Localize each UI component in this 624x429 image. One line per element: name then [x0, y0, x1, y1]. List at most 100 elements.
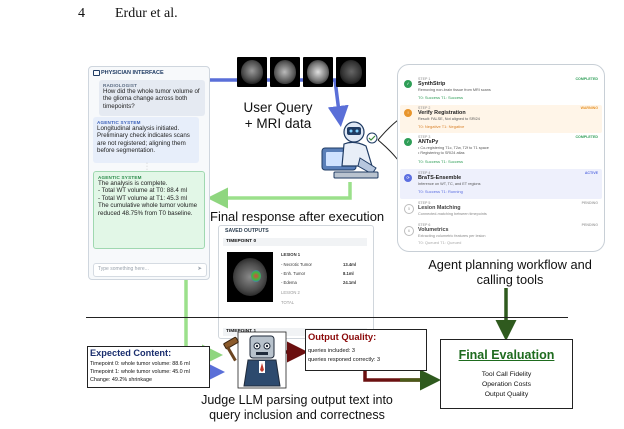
expected-line: Timepoint 0: whole tumor volume: 88.6 ml [90, 361, 190, 367]
workflow-step: ⟳ STEP 4 ACTIVE BraTS-Ensemble Inference… [404, 171, 598, 199]
step-name: SynthStrip [418, 81, 446, 87]
page-number: 4 [78, 6, 85, 21]
step-desc: Connected-matching between timepoints [418, 212, 487, 216]
lesion-row-value: 13.4ml [343, 262, 357, 267]
more-dots: ··· [146, 161, 148, 173]
final-evaluation-title: Final Evaluation [458, 348, 555, 362]
final-evaluation-box: Final Evaluation Tool Call Fidelity Oper… [440, 339, 573, 409]
step-status: COMPLETED [575, 77, 598, 81]
step-result: T0: Success T1: Success [418, 159, 464, 164]
expected-line: Timepoint 1: whole tumor volume: 45.0 ml [90, 368, 190, 375]
step-status-icon: ✓ [404, 138, 412, 146]
section-divider [86, 317, 568, 318]
chat-icon [93, 70, 100, 76]
radiologist-text: How did the whole tumor volume of the gl… [103, 88, 200, 110]
step-name: Verify Registration [418, 110, 466, 116]
step-status-icon: 6 [404, 226, 414, 236]
step-name: Volumetrics [418, 227, 449, 233]
lesion-row-label: - Necrotic Tumor [281, 262, 312, 267]
physician-interface-title: PHYSICIAN INTERFACE [101, 70, 164, 76]
message-input[interactable]: Type something here... ➤ [93, 263, 207, 277]
lesion-row-label: - Enh. Tumor [281, 271, 306, 276]
step-status: WARNING [580, 106, 598, 110]
workflow-step: ! STEP 2 WARNING Verify Registration Res… [404, 106, 598, 134]
physician-interface-panel: PHYSICIAN INTERFACE RADIOLOGIST How did … [88, 66, 210, 280]
workflow-step: 5 STEP 5 PENDING Lesion Matching Connect… [404, 201, 598, 223]
final-evaluation-line: Operation Costs [481, 381, 532, 388]
step-tag: STEP 6 [418, 223, 431, 227]
output-quality-title: Output Quality: [308, 331, 377, 342]
expected-content-title: Expected Content: [90, 348, 172, 358]
workflow-callout [377, 139, 399, 161]
step-tag: STEP 5 [418, 201, 431, 205]
agent-label: AGENTIC SYSTEM [97, 120, 141, 125]
user-query-label: User Query + MRI data [243, 100, 313, 131]
output-quality-box: Output Quality: queries included: 3 quer… [305, 329, 427, 371]
step-result: T0: Success T1: Success [418, 95, 464, 100]
response-arrow [207, 182, 352, 209]
step-tag: STEP 1 [418, 77, 431, 81]
radiologist-label: RADIOLOGIST [103, 83, 138, 88]
output-quality-line: queries responed correctly: 3 [308, 357, 381, 363]
step-tag: STEP 4 [418, 171, 431, 175]
expected-content-box: Expected Content: Timepoint 0: whole tum… [87, 346, 210, 388]
step-tag: STEP 3 [418, 135, 431, 139]
agent-text: Longitudinal analysis initiated. Prelimi… [97, 125, 190, 155]
mri-image-t1 [237, 57, 267, 87]
step-result: T0: Negative T1: Negative [418, 124, 465, 129]
timepoint-0-label: TIMEPOINT 0 [226, 239, 257, 244]
workflow-step: ✓ STEP 3 COMPLETED ANTsPy • Co-registeri… [404, 135, 598, 169]
message-input-placeholder: Type something here... [98, 266, 149, 272]
agent-planning-label: Agent planning workflow and calling tool… [428, 257, 592, 287]
step-desc: Extracting volumetric features per lesio… [418, 234, 486, 238]
radiologist-message: RADIOLOGIST How did the whole tumor volu… [99, 80, 205, 116]
lesion-2-label: LESION 2 [281, 290, 300, 295]
step-desc: Removing non-brain tissue from MRI scans [418, 88, 491, 92]
step-status-icon: ⟳ [404, 174, 412, 182]
lesion-1-label: LESION 1 [281, 252, 301, 257]
final-evaluation-line: Output Quality [484, 391, 529, 398]
segmentation-image [227, 252, 273, 302]
agent-message-2: AGENTIC SYSTEM The analysis is complete.… [93, 171, 205, 249]
mri-image-t2 [303, 57, 333, 87]
step-tag: STEP 2 [418, 106, 431, 110]
step-status-icon: ✓ [404, 80, 412, 88]
step-status: PENDING [581, 201, 598, 205]
final-response-label: Final response after execution [210, 209, 385, 224]
step-desc: • Co-registering T1c, T2w, T2f to T1 spa… [418, 146, 489, 155]
step-desc: Result: FALSE, Not aligned to SRI24 [418, 117, 480, 121]
step-status-icon: ! [404, 109, 412, 117]
step-status: PENDING [581, 223, 598, 227]
step-result: T0: Success T1: Running [418, 189, 463, 194]
step-result: T0: Queued T1: Queued [418, 240, 462, 245]
send-icon[interactable]: ➤ [197, 266, 202, 272]
judge-robot-icon [223, 331, 287, 389]
mri-image-flair [336, 57, 366, 87]
agent-line: - Total WT volume at T1: 45.3 ml [98, 194, 188, 202]
saved-outputs-title: SAVED OUTPUTS [225, 228, 269, 234]
expected-content-lines: Timepoint 0: whole tumor volume: 88.6 ml… [90, 361, 190, 384]
timepoint-0-header[interactable]: TIMEPOINT 0 [223, 238, 367, 246]
final-evaluation-line: Tool Call Fidelity [481, 371, 532, 378]
workflow-step: 6 STEP 6 PENDING Volumetrics Extracting … [404, 223, 598, 249]
step-name: Lesion Matching [418, 205, 461, 211]
timepoint-1-header[interactable]: TIMEPOINT 1 [223, 328, 367, 336]
timepoint-1-label: TIMEPOINT 1 [226, 329, 257, 334]
agent-line: - Total WT volume at T0: 88.4 ml [98, 187, 188, 195]
judge-label: Judge LLM parsing output text into query… [201, 393, 393, 422]
saved-outputs-panel: SAVED OUTPUTS TIMEPOINT 0 LESION 1 - Nec… [218, 225, 374, 339]
lesion-row-value: 8.1ml [343, 271, 354, 276]
mri-image-t1c [270, 57, 300, 87]
agent-line: The cumulative whole tumor volume reduce… [98, 202, 198, 217]
step-status-icon: 5 [404, 204, 414, 214]
step-name: BraTS-Ensemble [418, 175, 462, 181]
agent-message-1: AGENTIC SYSTEM Longitudinal analysis ini… [93, 117, 199, 163]
total-label: TOTAL [281, 300, 295, 305]
output-quality-line: queries included: 3 [308, 348, 355, 354]
final-evaluation-lines: Tool Call Fidelity Operation Costs Outpu… [441, 370, 572, 400]
step-status: COMPLETED [575, 135, 598, 139]
lesion-row-label: - Edema [281, 280, 297, 285]
step-name: ANTsPy [418, 139, 439, 145]
agent-robot-icon [321, 121, 379, 179]
agent-workflow-panel: ✓ STEP 1 COMPLETED SynthStrip Removing n… [397, 64, 605, 252]
